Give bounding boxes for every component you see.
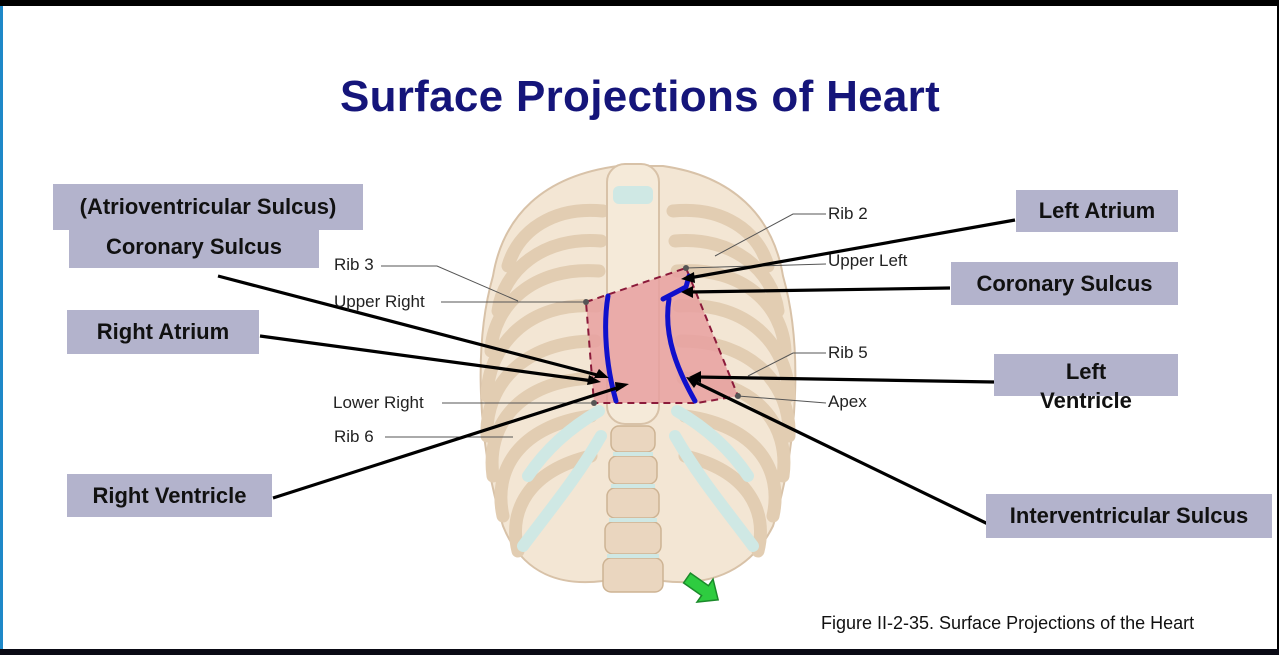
label-left-ventricle: Left Ventricle bbox=[994, 354, 1178, 424]
label-lower-right: Lower Right bbox=[333, 393, 424, 412]
slide-title: Surface Projections of Heart bbox=[339, 72, 941, 121]
label-apex: Apex bbox=[828, 392, 867, 411]
label-rib5: Rib 5 bbox=[828, 343, 868, 362]
label-rib6: Rib 6 bbox=[334, 427, 374, 446]
slide: Surface Projections of Heart bbox=[3, 6, 1277, 649]
label-upper-left: Upper Left bbox=[828, 251, 908, 270]
ribcage-figure bbox=[217, 163, 1016, 604]
green-arrow-icon bbox=[682, 572, 720, 604]
label-rib3: Rib 3 bbox=[334, 255, 374, 274]
label-upper-right: Upper Right bbox=[334, 292, 425, 311]
label-interventricular-sulcus: Interventricular Sulcus bbox=[986, 494, 1272, 538]
interventricular-sulcus-line bbox=[665, 296, 698, 404]
heart-projection bbox=[584, 266, 740, 404]
label-right-atrium: Right Atrium bbox=[67, 310, 259, 354]
label-coronary-sulcus-left: Coronary Sulcus bbox=[69, 226, 319, 268]
label-left-ventricle-text: Left Ventricle bbox=[1040, 359, 1132, 413]
label-atrioventricular-sulcus: (Atrioventricular Sulcus) bbox=[53, 184, 363, 230]
slide-bottom-edge bbox=[0, 649, 1279, 655]
figure-caption: Figure II-2-35. Surface Projections of t… bbox=[821, 613, 1195, 633]
slide-left-edge bbox=[0, 6, 3, 649]
label-left-atrium: Left Atrium bbox=[1016, 190, 1178, 232]
label-right-ventricle: Right Ventricle bbox=[67, 474, 272, 517]
label-rib2: Rib 2 bbox=[828, 204, 868, 223]
label-coronary-sulcus-right: Coronary Sulcus bbox=[951, 262, 1178, 305]
